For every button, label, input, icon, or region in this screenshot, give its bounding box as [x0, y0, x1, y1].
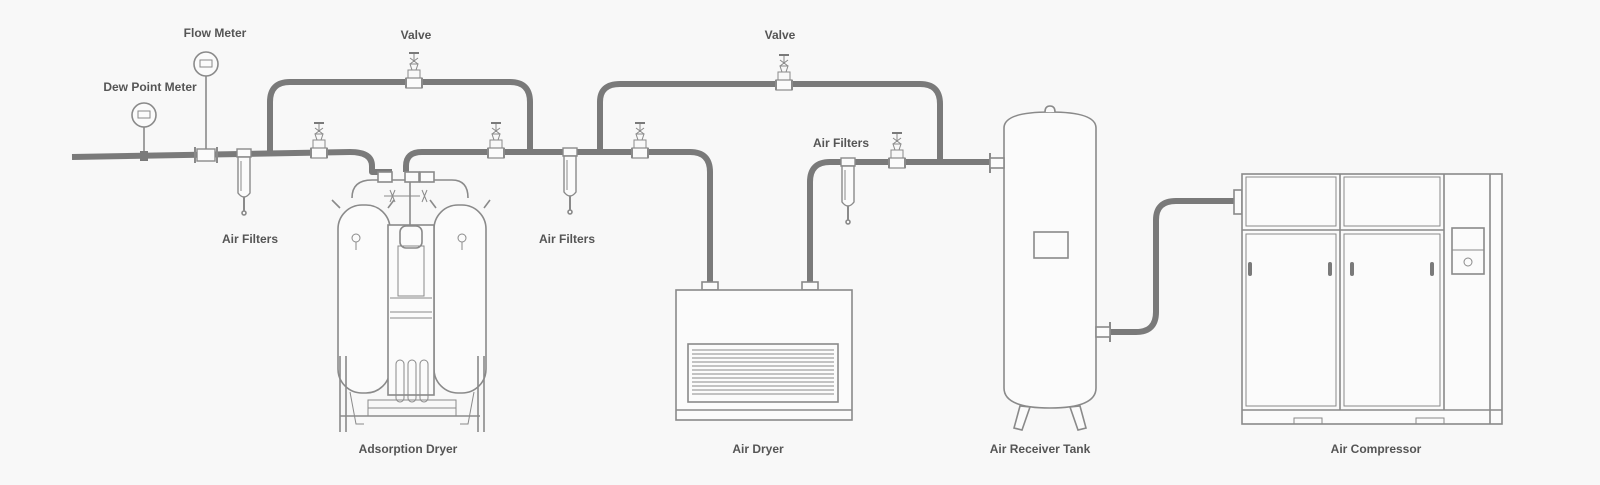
valve-inline-2 — [487, 121, 505, 159]
dew-point-meter-label: Dew Point Meter — [103, 80, 197, 94]
air-compressor-label: Air Compressor — [1330, 442, 1422, 456]
valve-inline-1 — [310, 121, 328, 159]
air-filter-3 — [840, 157, 856, 225]
air-filters-label-3: Air Filters — [812, 136, 870, 150]
air-dryer-label: Air Dryer — [732, 442, 784, 456]
adsorption-dryer — [331, 171, 491, 432]
valve-inline-3 — [631, 121, 649, 159]
air-filter-1 — [236, 148, 252, 216]
valve-label-2: Valve — [764, 28, 796, 42]
pipe-network — [71, 79, 1238, 335]
air-filters-label-2: Air Filters — [538, 232, 596, 246]
air-filters-label-1: Air Filters — [221, 232, 279, 246]
flow-meter — [193, 51, 219, 163]
air-receiver-tank-label: Air Receiver Tank — [989, 442, 1091, 456]
valve-top-left — [405, 51, 423, 89]
air-dryer — [675, 281, 853, 421]
flow-meter-label: Flow Meter — [183, 26, 247, 40]
valve-inline-4 — [888, 131, 906, 169]
air-receiver-tank — [989, 105, 1111, 431]
dew-point-meter — [131, 102, 157, 161]
air-filter-2 — [562, 147, 578, 215]
valve-top-right — [775, 53, 793, 91]
air-compressor — [1233, 173, 1503, 425]
valve-label-1: Valve — [400, 28, 432, 42]
adsorption-dryer-label: Adsorption Dryer — [358, 442, 458, 456]
